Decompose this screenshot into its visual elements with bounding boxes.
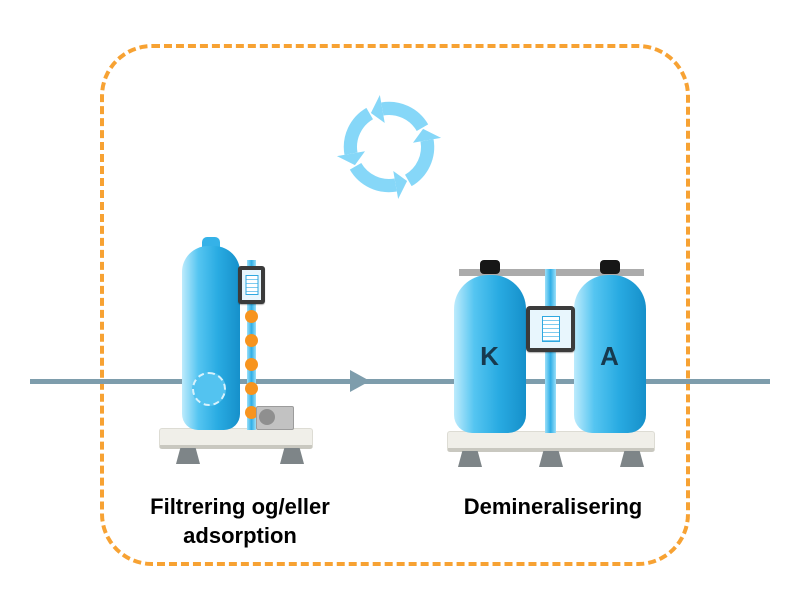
- valve-dot: [245, 334, 258, 347]
- controller-display: [238, 266, 265, 304]
- controller-screen: [530, 310, 571, 348]
- skid-foot: [620, 451, 644, 467]
- label-filtering: Filtrering og/eller adsorption: [120, 492, 360, 550]
- controller-screen: [242, 270, 261, 300]
- recycle-icon: [336, 94, 442, 200]
- label-filtering-line1: Filtrering og/eller: [150, 494, 330, 519]
- manhole-flange: [192, 372, 226, 406]
- tank-cap: [600, 260, 620, 274]
- pump-motor: [259, 409, 275, 425]
- pump: [256, 406, 294, 430]
- skid-foot: [176, 448, 200, 464]
- demi-skid: [447, 431, 655, 452]
- tank-cap: [480, 260, 500, 274]
- skid-foot: [539, 451, 563, 467]
- controller-display: [526, 306, 575, 352]
- document-icon: [245, 275, 258, 295]
- skid-foot: [458, 451, 482, 467]
- tank-letter-a: A: [600, 341, 620, 371]
- document-icon: [541, 316, 560, 342]
- label-demineralisering: Demineralisering: [463, 494, 643, 519]
- valve-dot: [245, 406, 258, 419]
- label-filtering-line2: adsorption: [183, 523, 297, 548]
- tank-a: A: [574, 275, 646, 433]
- process-boundary: [100, 44, 690, 566]
- flow-pipe: [30, 379, 770, 384]
- flow-arrow-icon: [350, 370, 370, 392]
- valve-dot: [245, 382, 258, 395]
- valve-dot: [245, 310, 258, 323]
- tank-letter-k: K: [480, 341, 500, 371]
- filter-skid: [159, 428, 313, 449]
- valve-dot: [245, 358, 258, 371]
- tank-k: K: [454, 275, 526, 433]
- skid-foot: [280, 448, 304, 464]
